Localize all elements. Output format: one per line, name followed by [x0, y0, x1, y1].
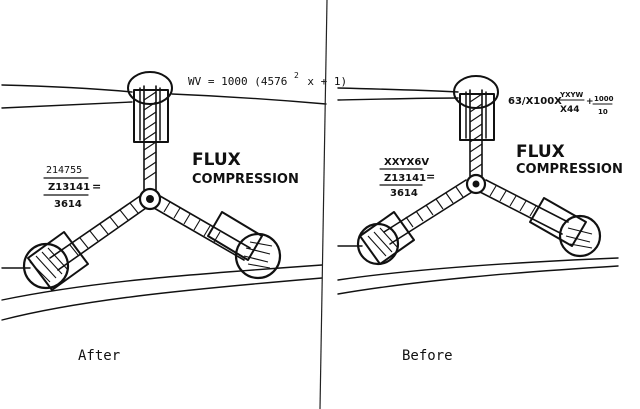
svg-text:1000: 1000	[594, 95, 614, 103]
before-top-arm	[469, 89, 483, 177]
after-bottom-wire	[1, 277, 323, 321]
panel-divider	[319, 0, 328, 409]
before-caption: Before	[402, 348, 453, 364]
before-fraction: XXYX6V Z13141 = 3614	[379, 157, 435, 199]
after-center-hub	[138, 187, 162, 211]
svg-text:YXYW: YXYW	[559, 91, 584, 99]
before-top-wire	[337, 87, 459, 93]
after-top-wire	[1, 84, 133, 93]
before-right-arm	[479, 179, 602, 258]
before-title-flux: FLUX	[516, 142, 565, 162]
after-panel: WV = 1000 (4576 2 x + 1) FLUX COMPRESSIO…	[1, 68, 347, 364]
svg-text:+: +	[586, 97, 594, 107]
before-panel: 63/X100X YXYW X44 + 1000 10 FLUX COMPRES…	[337, 75, 623, 364]
before-bottom-wire	[337, 265, 619, 295]
before-formula: 63/X100X YXYW X44 + 1000 10	[508, 91, 614, 116]
after-fraction: 214755 Z13141 = 3614	[43, 165, 101, 210]
after-top-cylinder	[127, 71, 173, 143]
svg-text:XXYX6V: XXYX6V	[384, 157, 429, 168]
before-title-compression: COMPRESSION	[516, 162, 623, 177]
svg-text:3614: 3614	[54, 199, 82, 210]
after-left-arm	[22, 195, 147, 291]
after-bottom-wire-2	[1, 264, 323, 301]
svg-text:10: 10	[598, 108, 608, 116]
svg-text:Z13141: Z13141	[48, 182, 90, 193]
svg-text:=: =	[426, 170, 435, 183]
after-right-wire	[171, 93, 327, 105]
before-top-wire-2	[337, 97, 459, 101]
after-title-compression: COMPRESSION	[192, 172, 299, 187]
before-center-hub	[465, 173, 487, 195]
svg-text:X44: X44	[560, 105, 579, 115]
after-title-flux: FLUX	[192, 150, 241, 170]
after-caption: After	[78, 348, 120, 364]
after-top-wire-2	[1, 101, 133, 109]
after-top-arm	[143, 85, 157, 191]
svg-text:Z13141: Z13141	[384, 173, 426, 184]
after-right-arm	[153, 195, 282, 280]
svg-text:=: =	[92, 180, 101, 193]
after-formula: WV = 1000 (4576 2 x + 1)	[188, 68, 347, 88]
svg-text:3614: 3614	[390, 188, 418, 199]
before-left-arm	[356, 179, 473, 266]
svg-text:214755: 214755	[46, 165, 82, 176]
svg-text:63/X100X: 63/X100X	[508, 96, 562, 107]
before-bottom-wire-2	[337, 257, 619, 281]
